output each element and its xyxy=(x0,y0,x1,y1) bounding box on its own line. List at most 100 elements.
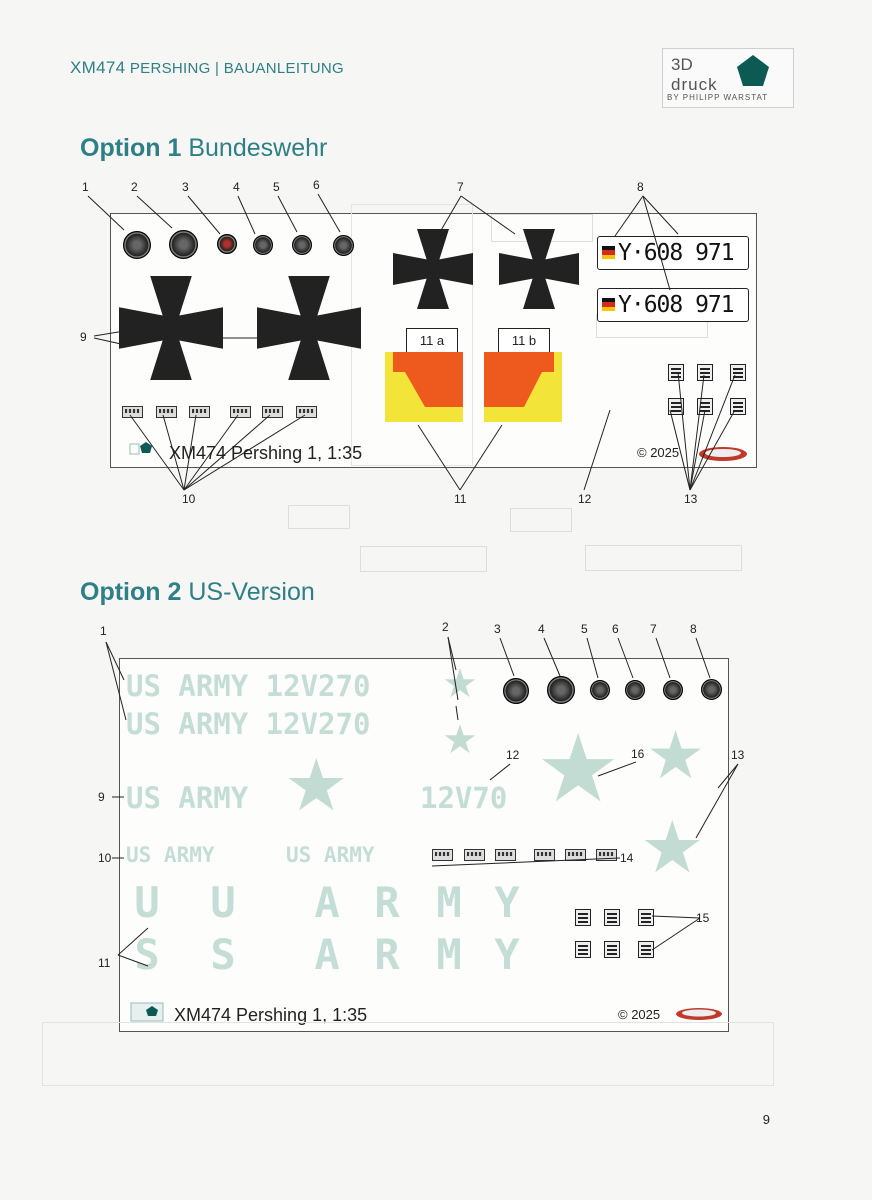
small-plate-decal xyxy=(189,406,210,418)
sheet-title: XM474 Pershing 1, 1:35 xyxy=(169,443,363,463)
option1-decal-sheet: Y·608 971 Y·608 971 11 a 11 b XM474 Pers… xyxy=(110,204,757,468)
gauge-decal-8 xyxy=(701,679,722,700)
gauge-decal-1 xyxy=(123,231,151,259)
brand-logo: 3D druck BY PHILIPP WARSTAT xyxy=(662,48,794,108)
small-plate-decal xyxy=(262,406,283,418)
option1-heading-rest: Bundeswehr xyxy=(188,134,328,162)
callout-11: 11 xyxy=(98,956,111,970)
data-plate-decal xyxy=(575,941,591,958)
option2-heading: Option 2 US-Version xyxy=(80,578,315,607)
data-plate-decal xyxy=(668,364,684,381)
decal-vertical-y-b: Y xyxy=(494,930,520,979)
data-plate-decal xyxy=(638,909,654,926)
small-plate-decal xyxy=(122,406,143,418)
copyright: © 2025 xyxy=(637,445,680,460)
callout-7: 7 xyxy=(457,180,464,194)
ghost-panel xyxy=(42,1022,774,1086)
decal-us-army-small-a: US ARMY xyxy=(126,843,215,867)
german-flag-icon xyxy=(602,246,615,259)
label-11a: 11 a xyxy=(406,328,458,354)
gauge-decal-2 xyxy=(169,230,198,259)
small-plate-decal xyxy=(464,849,485,861)
license-plate-top: Y·608 971 xyxy=(597,236,749,270)
decal-vertical-r-b: R xyxy=(374,930,400,979)
data-plate-decal xyxy=(604,909,620,926)
star-decal-small-a: ★ xyxy=(442,662,478,706)
ghost-panel xyxy=(585,545,742,571)
logo-line2: druck xyxy=(671,75,718,94)
callout-13: 13 xyxy=(731,748,745,762)
callout-14: 14 xyxy=(620,851,634,865)
flag-patch-11a xyxy=(385,352,463,422)
callout-1: 1 xyxy=(100,624,107,638)
pentagon-logo-icon xyxy=(737,55,769,86)
star-decal-small-b: ★ xyxy=(442,718,478,762)
decal-12v70: 12V70 xyxy=(420,781,508,815)
decal-vertical-r: R xyxy=(374,878,400,927)
logo-line3: BY PHILIPP WARSTAT xyxy=(667,93,769,102)
callout-8: 8 xyxy=(637,180,644,194)
callout-1: 1 xyxy=(82,180,89,194)
sheet-title: XM474 Pershing 1, 1:35 xyxy=(174,1005,368,1025)
option1-heading: Option 1 Bundeswehr xyxy=(80,134,327,163)
callout-11: 11 xyxy=(454,492,467,506)
callout-9: 9 xyxy=(98,790,105,804)
plate-text: Y·608 971 xyxy=(618,292,735,318)
header-title-rest: PERSHING | BAUANLEITUNG xyxy=(129,60,345,77)
small-plate-decal xyxy=(565,849,586,861)
callout-15: 15 xyxy=(696,911,710,925)
star-decal-13: ★ xyxy=(640,808,705,888)
callout-4: 4 xyxy=(233,180,240,194)
option2-heading-rest: US-Version xyxy=(188,578,315,606)
decal-vertical-u: U xyxy=(134,878,160,927)
star-decal-medium: ★ xyxy=(284,746,349,826)
gauge-decal-7 xyxy=(663,680,683,700)
iron-cross-large-left-icon xyxy=(119,276,223,380)
callout-16: 16 xyxy=(631,747,645,761)
star-decal-medium-b: ★ xyxy=(646,718,706,792)
iron-cross-large-right-icon xyxy=(257,276,361,380)
license-plate-bottom: Y·608 971 xyxy=(597,288,749,322)
gauge-decal-6 xyxy=(333,235,354,256)
copyright: © 2025 xyxy=(618,1007,661,1022)
gauge-decal-5 xyxy=(590,680,610,700)
logo-line1: 3D xyxy=(671,55,693,74)
callout-10: 10 xyxy=(98,851,112,865)
data-plate-decal xyxy=(668,398,684,415)
callout-10: 10 xyxy=(182,492,196,506)
decal-vertical-s-b: S xyxy=(210,930,236,979)
callout-8: 8 xyxy=(690,622,697,636)
callout-3: 3 xyxy=(182,180,189,194)
iron-cross-medium-left-icon xyxy=(393,229,473,309)
option2-decal-sheet: US ARMY 12V270 US ARMY 12V270 US ARMY 12… xyxy=(119,658,729,1032)
ghost-panel xyxy=(288,505,350,529)
decal-us-army-12v270-a: US ARMY 12V270 xyxy=(126,669,371,703)
decal-us-army-small-b: US ARMY xyxy=(286,843,375,867)
option1-heading-bold: Option 1 xyxy=(80,134,182,162)
german-flag-icon xyxy=(602,298,615,311)
callout-5: 5 xyxy=(273,180,280,194)
data-plate-decal xyxy=(730,398,746,415)
callout-3: 3 xyxy=(494,622,501,636)
car-logo-icon xyxy=(699,447,747,461)
gauge-decal-6 xyxy=(625,680,645,700)
small-plate-decal xyxy=(230,406,251,418)
mini-logo-icon xyxy=(130,1002,164,1022)
decal-vertical-m-b: M xyxy=(436,930,462,979)
gauge-decal-4 xyxy=(547,676,575,704)
gauge-decal-5 xyxy=(292,235,312,255)
callout-7: 7 xyxy=(650,622,657,636)
callout-9: 9 xyxy=(80,330,87,344)
iron-cross-medium-right-icon xyxy=(499,229,579,309)
callout-12: 12 xyxy=(506,748,520,762)
callout-5: 5 xyxy=(581,622,588,636)
car-logo-icon xyxy=(676,1008,722,1020)
decal-us-army-12v270-b: US ARMY 12V270 xyxy=(126,707,371,741)
callout-4: 4 xyxy=(538,622,545,636)
callout-2: 2 xyxy=(131,180,138,194)
small-plate-decal xyxy=(296,406,317,418)
star-decal-large: ★ xyxy=(536,716,621,821)
callout-6: 6 xyxy=(313,178,320,192)
data-plate-decal xyxy=(697,364,713,381)
